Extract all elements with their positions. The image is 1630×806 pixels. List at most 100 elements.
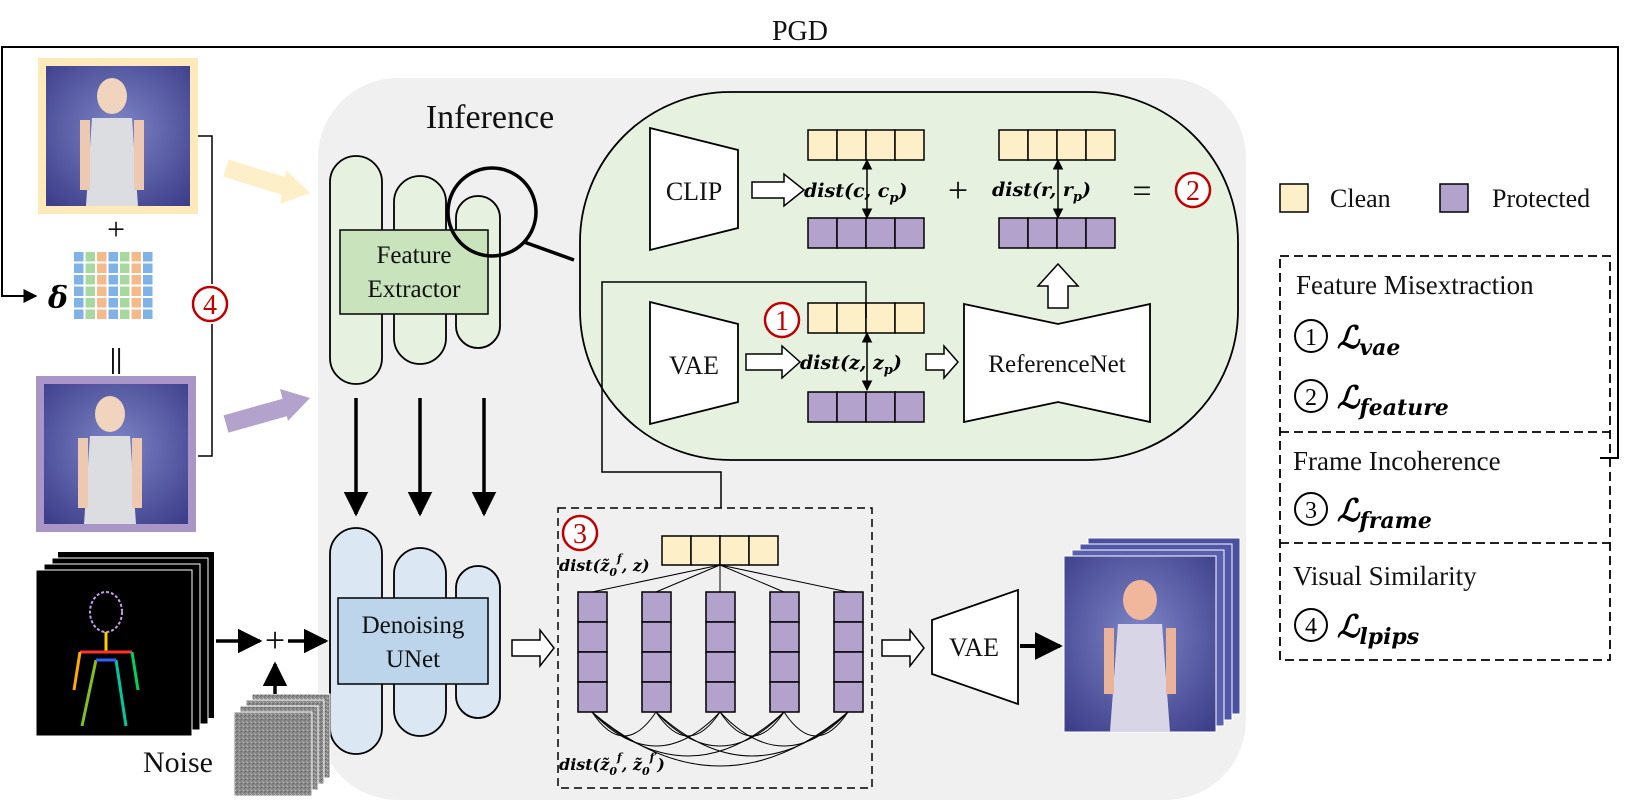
inference-title: Inference [426, 99, 554, 136]
perturbation-cell [97, 275, 107, 285]
marker-one [763, 301, 801, 339]
frame-latent-cell [641, 591, 672, 623]
perturbation-cell [120, 298, 130, 308]
frame-latent-cell [833, 591, 864, 623]
frame-pair-arc [719, 711, 785, 737]
frame-pair-arc [655, 711, 785, 747]
perturbation-cell [97, 309, 107, 319]
svg-text:Feature: Feature [377, 242, 452, 269]
plus-operator: + [107, 211, 125, 247]
token-cell [719, 535, 750, 566]
token-cell [836, 129, 867, 161]
ref-clean-features [998, 129, 1116, 161]
loss-group-title: Frame Incoherence [1293, 446, 1501, 476]
vae-encoder [649, 300, 739, 426]
marker-two [1174, 171, 1212, 209]
perturbation-cell [74, 286, 84, 296]
perturbation-cell [120, 263, 130, 273]
feature-extractor [329, 155, 501, 385]
pose-frames [35, 552, 214, 737]
perturbation-cell [143, 252, 153, 262]
perturbation-cell [120, 252, 130, 262]
protected-image [36, 376, 196, 532]
svg-text:ℒframe: ℒframe [1337, 493, 1432, 534]
token-cell [807, 217, 838, 249]
loss-group-title: Visual Similarity [1293, 561, 1477, 591]
frame-latent-cell [641, 651, 672, 683]
frame-latent-cell [577, 591, 608, 623]
frame-latent-columns [577, 564, 864, 767]
perturbation-cell [97, 286, 107, 296]
svg-text:ℒlpips: ℒlpips [1337, 609, 1419, 650]
perturbation-cell [131, 286, 141, 296]
frame-latent-cell [641, 681, 672, 713]
delta-symbol: δ [47, 281, 68, 316]
frame-pair-arc [719, 711, 849, 747]
svg-text:1: 1 [1305, 325, 1317, 351]
vae-protected-latents [807, 391, 925, 423]
perturbation-cell [143, 275, 153, 285]
frame-latent-cell [705, 621, 736, 653]
perturbation-cell [108, 309, 118, 319]
token-cell [894, 129, 925, 161]
perturbation-cell [143, 309, 153, 319]
token-cell [894, 217, 925, 249]
frame-latent-cell [705, 651, 736, 683]
ref-protected-features [998, 217, 1116, 249]
clip-encoder [649, 126, 739, 252]
svg-text:UNet: UNet [386, 646, 440, 673]
latent-connector [601, 281, 867, 534]
perturbation-cell [108, 275, 118, 285]
dist-clip: dist(c, cp) [804, 180, 907, 206]
svg-text:3: 3 [573, 519, 587, 550]
perturbation-cell [74, 263, 84, 273]
loss-table [1279, 255, 1611, 661]
perturbation-cell [143, 286, 153, 296]
token-cell [1027, 217, 1058, 249]
svg-text:CLIP: CLIP [666, 177, 722, 206]
perturbation-cell [143, 298, 153, 308]
token-cell [1027, 129, 1058, 161]
svg-text:ℒvae: ℒvae [1337, 320, 1400, 361]
perturbation-cell [108, 252, 118, 262]
svg-text:2: 2 [1305, 385, 1317, 411]
vae-decoder [931, 588, 1019, 706]
svg-text:4: 4 [203, 290, 217, 321]
perturbation-cell [85, 286, 95, 296]
perturbation-cell [120, 309, 130, 319]
clip-protected-features [807, 217, 925, 249]
frame-pair-arc [591, 711, 785, 757]
token-cell [998, 217, 1029, 249]
perturbation-cell [108, 298, 118, 308]
perturbation-cell [85, 298, 95, 308]
loss-group-title: Feature Misextraction [1296, 270, 1534, 300]
frame-reference-latent [661, 535, 779, 566]
frame-latent-cell [641, 621, 672, 653]
clip-clean-features [807, 129, 925, 161]
perturbation-cell [131, 309, 141, 319]
perturbation-cell [85, 309, 95, 319]
svg-text:4: 4 [1305, 614, 1317, 640]
noise-label: Noise [143, 746, 213, 779]
svg-text:1: 1 [775, 306, 789, 337]
marker-four [191, 285, 229, 323]
perturbation-cell [131, 298, 141, 308]
svg-text:+: + [948, 170, 968, 210]
frame-latent-cell [769, 681, 800, 713]
svg-text:2: 2 [1186, 176, 1200, 207]
perturbation-cell [131, 263, 141, 273]
token-cell [807, 129, 838, 161]
perturbation-cell [97, 298, 107, 308]
perturbation-cell [120, 275, 130, 285]
svg-text:Denoising: Denoising [362, 612, 465, 639]
perturbation-cell [108, 286, 118, 296]
token-cell [894, 302, 925, 334]
token-cell [1085, 217, 1116, 249]
perturbation-cell [108, 263, 118, 273]
noise-frames [233, 693, 331, 797]
svg-text:3: 3 [1305, 498, 1317, 524]
token-cell [836, 391, 867, 423]
svg-text:Protected: Protected [1492, 184, 1590, 213]
frame-latent-cell [833, 651, 864, 683]
